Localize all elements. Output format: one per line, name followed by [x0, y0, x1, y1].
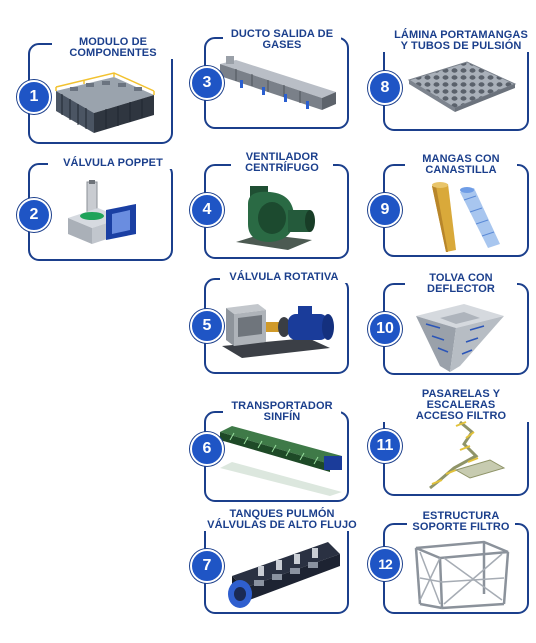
card-title: MANGAS CON CANASTILLA	[405, 154, 517, 176]
card-title: DUCTO SALIDA DE GASES	[223, 29, 341, 51]
number-badge: 1	[17, 80, 51, 114]
number-badge: 4	[190, 193, 224, 227]
buffer-tanks-icon	[224, 536, 346, 612]
card-title: TRANSPORTADOR SINFÍN	[223, 401, 341, 423]
number-badge: 11	[368, 429, 402, 463]
filter-module-icon	[48, 63, 160, 137]
card-title: VÁLVULA ROTATIVA	[220, 272, 348, 283]
card-title: PASARELAS Y ESCALERAS ACCESO FILTRO	[381, 389, 536, 422]
card-title: MODULO DE COMPONENTES	[52, 37, 174, 59]
poppet-valve-icon	[62, 178, 142, 252]
number-badge: 12	[368, 547, 402, 581]
number-badge: 9	[368, 193, 402, 227]
card-title: ESTRUCTURA SOPORTE FILTRO	[407, 511, 515, 533]
number-badge: 6	[190, 432, 224, 466]
hopper-icon	[410, 302, 510, 374]
gas-duct-icon	[216, 56, 344, 116]
number-badge: 3	[190, 66, 224, 100]
number-badge: 8	[368, 71, 402, 105]
number-badge: 5	[190, 309, 224, 343]
card-title: VENTILADOR CENTRÍFUGO	[231, 152, 333, 174]
walkways-stairs-icon	[420, 418, 510, 492]
support-structure-icon	[410, 538, 514, 610]
number-badge: 7	[190, 549, 224, 583]
number-badge: 10	[368, 312, 402, 346]
card-title: VÁLVULA POPPET	[48, 158, 178, 169]
screw-conveyor-icon	[214, 424, 348, 496]
centrifugal-fan-icon	[228, 180, 318, 254]
tube-sheet-icon	[405, 60, 519, 124]
card-title: TANQUES PULMÓN VÁLVULAS DE ALTO FLUJO	[193, 509, 371, 531]
card-title: LÁMINA PORTAMANGAS Y TUBOS DE PULSIÓN	[381, 30, 536, 52]
filter-bags-icon	[418, 180, 512, 256]
card-title: TOLVA CON DEFLECTOR	[405, 273, 517, 295]
number-badge: 2	[17, 198, 51, 232]
rotary-valve-icon	[218, 294, 344, 364]
